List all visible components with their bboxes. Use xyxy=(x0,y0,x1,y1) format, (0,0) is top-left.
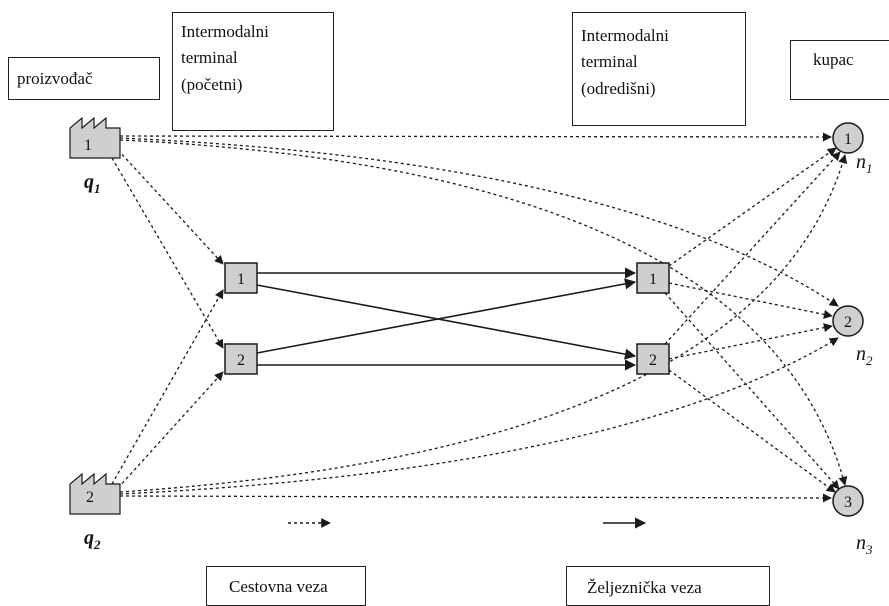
rail-link-label: Željeznička veza xyxy=(587,578,702,597)
road-edge-p1-c3 xyxy=(119,139,848,486)
road-edge-dt1-c2 xyxy=(668,282,833,319)
rail-edge-st1-dt2 xyxy=(256,284,637,360)
customer-demand-label: n2 xyxy=(856,343,873,368)
rail-link-legend-box: Željeznička veza xyxy=(566,566,770,606)
svg-text:3: 3 xyxy=(844,494,852,511)
producer-quantity-label: q2 xyxy=(84,527,101,552)
producer-number: 1 xyxy=(84,137,92,154)
svg-text:2: 2 xyxy=(844,314,852,331)
start-terminal-node-1: 1 xyxy=(224,262,258,294)
customer-node-2: 2 n2 xyxy=(832,305,873,368)
producer-number: 2 xyxy=(86,489,94,506)
customer-label-box: kupac xyxy=(790,40,889,100)
intermodal-network-diagram: 1 q1 2 q2 1 2 1 2 1 n1 2 n2 3 n3 xyxy=(69,116,873,557)
road-edge-p1-c2 xyxy=(119,137,839,307)
road-edge-p1-st2 xyxy=(111,157,224,349)
customer-label: kupac xyxy=(813,50,854,69)
start-terminal-label-line-2: terminal xyxy=(181,48,238,68)
customer-demand-label: n1 xyxy=(856,151,873,176)
customer-demand-label: n3 xyxy=(856,532,873,557)
svg-text:1: 1 xyxy=(649,271,657,288)
svg-text:2: 2 xyxy=(237,352,245,369)
producer-label: proizvođač xyxy=(17,69,93,88)
producer-label-box: proizvođač xyxy=(8,57,160,100)
start-terminal-label-box: Intermodalni terminal (početni) xyxy=(172,12,334,131)
road-edge-p2-st1 xyxy=(111,289,224,485)
road-edge-dt1-c3 xyxy=(664,292,840,490)
rail-edge-st2-dt1 xyxy=(256,278,637,354)
road-edge-dt1-c1 xyxy=(668,147,837,267)
road-edge-dt2-c2 xyxy=(668,323,833,360)
factory-icon xyxy=(69,472,121,515)
road-link-legend-box: Cestovna veza xyxy=(206,566,366,606)
factory-icon xyxy=(69,116,121,159)
road-edge-dt2-c1 xyxy=(664,151,841,345)
producer-node-2: 2 q2 xyxy=(69,472,121,552)
dest-terminal-label-line-2: terminal xyxy=(581,52,638,72)
start-terminal-label-line-1: Intermodalni xyxy=(181,22,269,41)
road-edge-dt2-c3 xyxy=(668,369,836,493)
producer-node-1: 1 q1 xyxy=(69,116,121,196)
road-link-label: Cestovna veza xyxy=(229,577,328,596)
customer-node-3: 3 n3 xyxy=(832,485,873,557)
customer-node-1: 1 n1 xyxy=(832,122,873,176)
road-edge-p1-c1 xyxy=(119,132,832,142)
start-terminal-node-2: 2 xyxy=(224,343,258,375)
road-edge-p1-st1 xyxy=(117,149,224,265)
road-edge-p2-c2 xyxy=(119,337,839,495)
start-terminal-label-line-3: (početni) xyxy=(181,74,243,94)
road-edge-p2-c1 xyxy=(119,154,848,493)
svg-text:2: 2 xyxy=(649,352,657,369)
dest-terminal-label-line-3: (odredišni) xyxy=(581,78,656,98)
edges-group xyxy=(111,132,848,503)
svg-text:1: 1 xyxy=(237,271,245,288)
dest-terminal-label-line-1: Intermodalni xyxy=(581,26,669,45)
dest-terminal-label-box: Intermodalni terminal (odredišni) xyxy=(572,12,746,126)
road-edge-p2-c3 xyxy=(119,493,832,503)
road-edge-p2-st2 xyxy=(117,371,224,489)
dest-terminal-node-2: 2 xyxy=(636,343,670,375)
dest-terminal-node-1: 1 xyxy=(636,262,670,294)
svg-text:1: 1 xyxy=(844,131,852,148)
producer-quantity-label: q1 xyxy=(84,171,101,196)
